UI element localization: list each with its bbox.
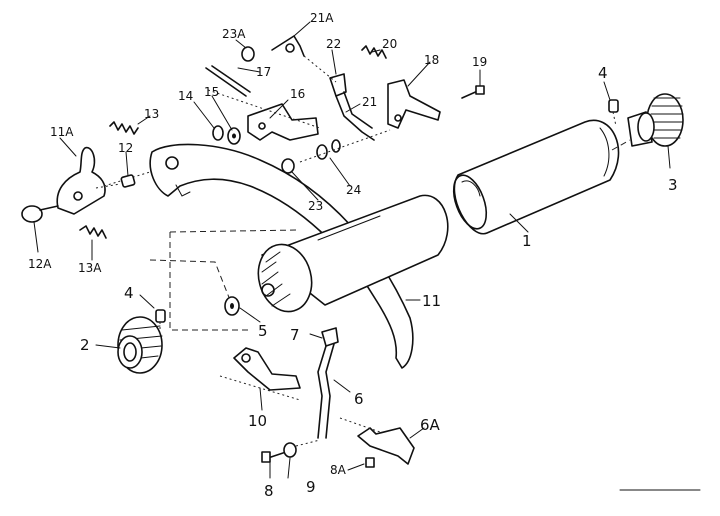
part-12-pin [95, 174, 136, 189]
part-7-clip [321, 327, 339, 347]
callout-20: 20 [382, 37, 397, 51]
part-14-washer [212, 125, 224, 141]
part-6-link [317, 343, 335, 439]
callout-13A: 13A [78, 261, 102, 275]
callout-10: 10 [248, 412, 267, 430]
callout-12: 12 [118, 141, 133, 155]
callout-1: 1 [522, 232, 532, 250]
part-1-platen-tube [452, 119, 631, 235]
callout-13: 13 [144, 107, 159, 121]
part-15-washer [227, 127, 241, 145]
callout-8: 8 [264, 482, 274, 500]
callout-11: 11 [422, 292, 441, 310]
part-9-washer [283, 439, 321, 458]
part-5-washer [224, 296, 240, 316]
callout-4-left: 4 [124, 284, 134, 302]
callout-6A: 6A [420, 416, 441, 434]
part-21A-spring-clip [271, 35, 305, 57]
part-19-screw [461, 85, 485, 99]
platen-body [149, 194, 449, 331]
part-20-spring [361, 45, 387, 59]
callout-17: 17 [256, 65, 271, 79]
part-16-bracket [207, 89, 321, 141]
part-11A-left-lever [21, 146, 151, 223]
part-23A-nut [241, 46, 255, 62]
part-21-arm [303, 55, 375, 141]
callout-11A: 11A [50, 125, 74, 139]
part-6A-bracket [339, 417, 415, 465]
part-3-right-knob [627, 93, 684, 147]
part-4-set-screw-right [608, 99, 619, 127]
callout-18: 18 [424, 53, 439, 67]
part-24-washer [299, 129, 391, 163]
part-22-latch [329, 73, 347, 97]
part-4-set-screw-left [155, 309, 166, 336]
leader-lines [33, 21, 671, 479]
part-23-nut [281, 158, 295, 174]
part-18-lever [387, 79, 441, 129]
callout-23A: 23A [222, 27, 246, 41]
callout-23: 23 [308, 199, 323, 213]
callout-labels: 1 2 3 4 4 5 6 6A 7 8 8A 9 10 11 11A 12 1… [28, 11, 678, 500]
callout-19: 19 [472, 55, 487, 69]
callout-21A: 21A [310, 11, 334, 25]
part-8-screw [261, 451, 287, 463]
callout-21: 21 [362, 95, 377, 109]
callout-7: 7 [290, 326, 300, 344]
part-8A-screw [365, 457, 375, 468]
callout-6: 6 [354, 390, 364, 408]
callout-24: 24 [346, 183, 361, 197]
callout-9: 9 [306, 478, 316, 496]
part-2-left-knob [117, 316, 163, 374]
callout-14: 14 [178, 89, 193, 103]
callout-22: 22 [326, 37, 341, 51]
callout-16: 16 [290, 87, 305, 101]
part-13-spring [109, 121, 139, 135]
part-13A-spring [79, 225, 107, 239]
callout-2: 2 [80, 336, 90, 354]
callout-8A: 8A [330, 463, 347, 477]
callout-15: 15 [204, 85, 219, 99]
callout-4-top: 4 [598, 64, 608, 82]
callout-12A: 12A [28, 257, 52, 271]
callout-5: 5 [258, 322, 268, 340]
part-17-rod [205, 65, 251, 97]
callout-3: 3 [668, 176, 678, 194]
